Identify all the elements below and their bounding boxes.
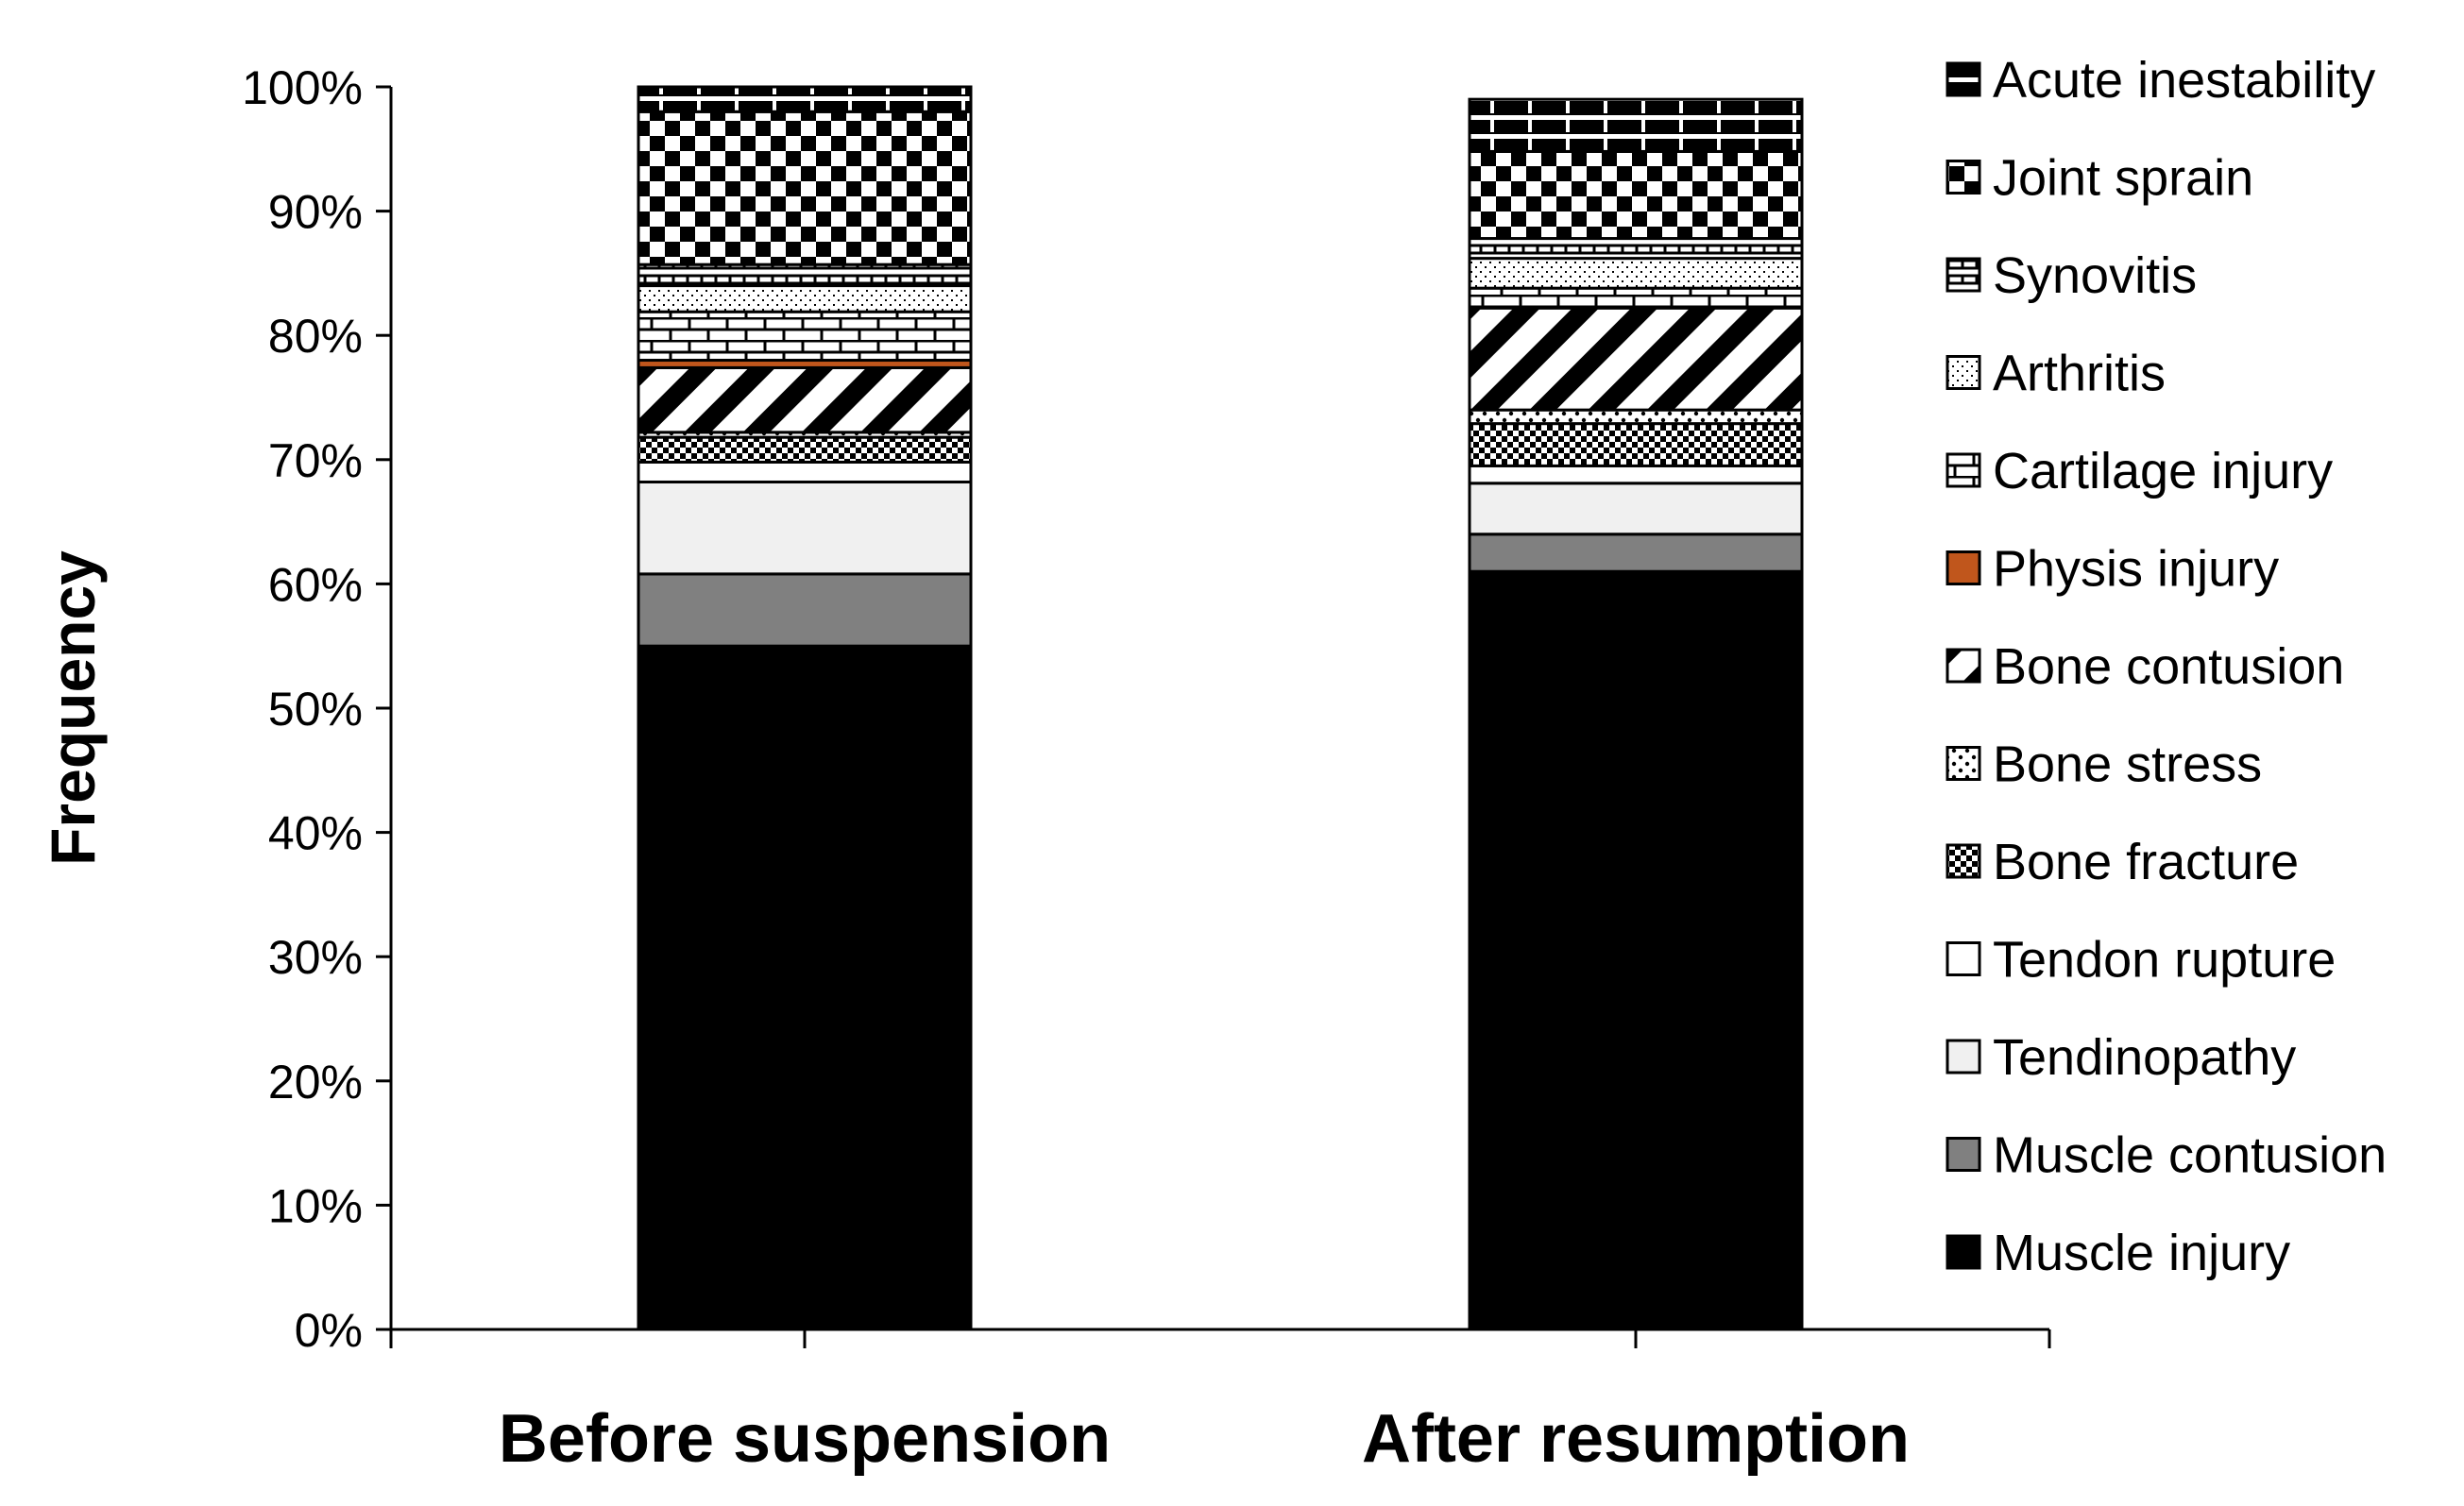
legend-swatch — [1946, 746, 1981, 781]
y-tick-labels: 0% 10% 20% 30% 40% 50% 60% 70% 80% 90% 100% — [242, 61, 391, 1357]
legend-label: Bone contusion — [1993, 638, 2344, 695]
y-tick-label: 0% — [295, 1304, 363, 1357]
legend-swatch — [1946, 355, 1981, 390]
y-tick-label: 40% — [268, 807, 363, 860]
bar-segment-synovitis-after-resumption — [1468, 237, 1804, 261]
bar-segment-bone-stress-after-resumption — [1468, 408, 1804, 426]
legend-label: Acute inestability — [1993, 52, 2375, 109]
legend-swatch — [1946, 1039, 1981, 1075]
bar-segment-arthritis-after-resumption — [1468, 257, 1804, 290]
legend-swatch — [1946, 550, 1981, 585]
bar-stack-before-suspension — [637, 85, 973, 1331]
y-tick-label: 10% — [268, 1179, 363, 1232]
legend-label: Joint sprain — [1993, 150, 2253, 207]
y-tick-label: 90% — [268, 186, 363, 239]
legend-item-tendinopathy: Tendinopathy — [1946, 1029, 2296, 1086]
legend-item-cartilage-injury: Cartilage injury — [1946, 443, 2333, 499]
x-tick-labels: Before suspension After resumption — [389, 1329, 2051, 1477]
bar-segment-cartilage-injury-after-resumption — [1468, 286, 1804, 310]
bar-segment-bone-fracture-after-resumption — [1468, 422, 1804, 467]
y-tick-label: 70% — [268, 434, 363, 487]
legend-item-bone-contusion: Bone contusion — [1946, 638, 2344, 695]
bar-segment-bone-contusion-before-suspension — [637, 365, 973, 434]
legend-swatch — [1946, 1137, 1981, 1172]
bar-segment-tendon-rupture-after-resumption — [1468, 464, 1804, 485]
legend-item-joint-sprain: Joint sprain — [1946, 150, 2253, 207]
bar-segment-muscle-contusion-before-suspension — [637, 572, 973, 648]
legend-item-bone-fracture: Bone fracture — [1946, 834, 2299, 890]
x-category-label: After resumption — [1362, 1401, 1910, 1477]
x-category-label: Before suspension — [499, 1401, 1111, 1477]
legend-label: Tendon rupture — [1993, 932, 2336, 989]
legend-swatch — [1946, 648, 1981, 684]
legend-swatch — [1946, 843, 1981, 879]
legend-label: Physis injury — [1993, 541, 2279, 598]
legend-label: Synovitis — [1993, 247, 2197, 304]
y-tick-label: 30% — [268, 931, 363, 984]
bar-segment-arthritis-before-suspension — [637, 284, 973, 313]
bar-stack-after-resumption — [1468, 97, 1804, 1331]
y-tick-label: 60% — [268, 558, 363, 611]
legend-label: Arthritis — [1993, 346, 2166, 402]
legend-label: Bone stress — [1993, 736, 2262, 793]
bar-segment-tendon-rupture-before-suspension — [637, 460, 973, 483]
legend-swatch — [1946, 61, 1981, 97]
y-tick-label: 50% — [268, 683, 363, 736]
legend-swatch — [1946, 1234, 1981, 1270]
y-tick-label: 20% — [268, 1056, 363, 1108]
legend-item-muscle-injury: Muscle injury — [1946, 1225, 2290, 1281]
bar-segment-tendinopathy-after-resumption — [1468, 482, 1804, 536]
legend-label: Tendinopathy — [1993, 1029, 2296, 1086]
legend-item-physis-injury: Physis injury — [1946, 541, 2279, 598]
legend-label: Bone fracture — [1993, 834, 2299, 890]
bar-segment-bone-fracture-before-suspension — [637, 435, 973, 464]
legend-item-acute-inestability: Acute inestability — [1946, 52, 2375, 109]
bar-segment-muscle-injury-before-suspension — [637, 644, 973, 1331]
legend-item-muscle-contusion: Muscle contusion — [1946, 1127, 2387, 1184]
legend-label: Cartilage injury — [1993, 443, 2333, 499]
bar-segment-tendinopathy-before-suspension — [637, 480, 973, 576]
bar-segment-joint-sprain-after-resumption — [1468, 149, 1804, 241]
legend-item-tendon-rupture: Tendon rupture — [1946, 932, 2336, 989]
legend-label: Muscle contusion — [1993, 1127, 2387, 1184]
bar-segment-muscle-contusion-after-resumption — [1468, 533, 1804, 573]
bars-layer — [637, 85, 1804, 1331]
y-tick-label: 100% — [242, 61, 363, 114]
bar-segment-synovitis-before-suspension — [637, 262, 973, 288]
bar-segment-joint-sprain-before-suspension — [637, 110, 973, 266]
legend-swatch — [1946, 160, 1981, 195]
legend-swatch — [1946, 452, 1981, 488]
bar-segment-acute-inestability-before-suspension — [637, 85, 973, 113]
y-tick-label: 80% — [268, 310, 363, 363]
bar-segment-bone-contusion-after-resumption — [1468, 306, 1804, 412]
legend-label: Muscle injury — [1993, 1225, 2290, 1281]
legend-item-arthritis: Arthritis — [1946, 346, 2166, 402]
y-axis-title: Frequency — [38, 550, 108, 866]
legend-swatch — [1946, 941, 1981, 976]
bar-segment-muscle-injury-after-resumption — [1468, 569, 1804, 1331]
bar-segment-acute-inestability-after-resumption — [1468, 97, 1804, 153]
bar-segment-cartilage-injury-before-suspension — [637, 310, 973, 363]
legend-item-synovitis: Synovitis — [1946, 247, 2197, 304]
legend-item-bone-stress: Bone stress — [1946, 736, 2262, 793]
legend-swatch — [1946, 257, 1981, 293]
